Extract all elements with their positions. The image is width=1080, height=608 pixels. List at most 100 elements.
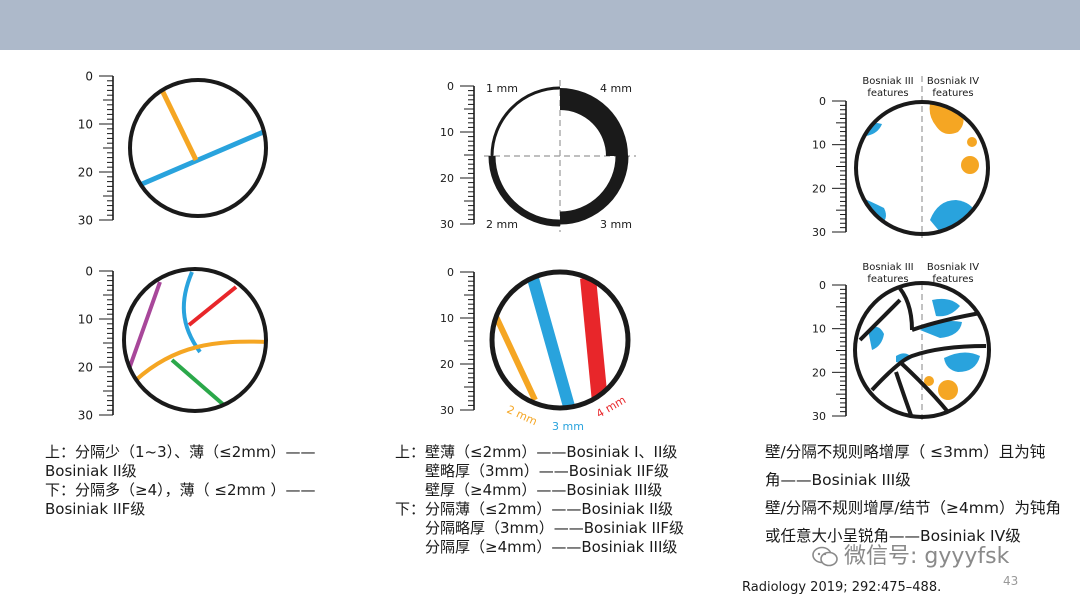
header-iii-line2: features — [867, 274, 908, 285]
wall-label-3mm: 3 mm — [600, 218, 632, 231]
caption-left-line: Bosiniak IIF级 — [45, 500, 146, 518]
caption-left-line: 上：分隔少（1~3）、薄（≤2mm）—— — [45, 443, 316, 461]
wall-bottom-right-3mm — [559, 155, 629, 225]
septum-4 — [870, 344, 987, 392]
septum-green — [170, 358, 227, 408]
caption-middle-line: 下：分隔薄（≤2mm）——Bosiniak II级 — [395, 500, 673, 518]
septum-orange — [134, 339, 266, 382]
header-iii-line1: Bosniak III — [862, 262, 913, 273]
ruler-label: 30 — [812, 410, 826, 423]
caption-right-line: 壁/分隔不规则增厚/结节（≥4mm）为钝角 — [765, 499, 1061, 517]
ruler-label: 10 — [78, 117, 93, 131]
ruler-label: 0 — [85, 264, 93, 278]
ruler-label: 30 — [78, 213, 93, 227]
septa-features-diagram: Bosniak III features Bosniak IV features — [853, 262, 991, 420]
ruler-label: 20 — [812, 182, 826, 195]
caption-middle-line: 分隔厚（≥4mm）——Bosiniak III级 — [425, 538, 678, 556]
iv-nodule-small — [967, 137, 977, 147]
wall-top-right-4mm — [559, 88, 628, 157]
blue-thickening-4 — [868, 326, 884, 350]
wall-features-diagram: Bosniak III features Bosniak IV features — [854, 76, 990, 238]
ruler-label: 0 — [447, 80, 454, 93]
ruler-label: 0 — [85, 69, 93, 83]
caption-left-line: 下：分隔多（≥4），薄（ ≤2mm ）—— — [45, 481, 316, 499]
caption-right-line: 或任意大小呈锐角——Bosiniak IV级 — [765, 527, 1021, 545]
septum-red — [187, 285, 238, 327]
ruler-label: 20 — [78, 165, 93, 179]
septum-2mm — [492, 306, 538, 402]
caption-right-line: 壁/分隔不规则略增厚（ ≤3mm）且为钝 — [765, 443, 1046, 461]
ruler-bottom-right: 0 10 20 30 — [812, 279, 847, 423]
iv-nodule-large — [961, 156, 979, 174]
wall-bottom-left-2mm — [488, 155, 561, 227]
septum-purple — [126, 281, 162, 373]
blue-thickening-3 — [944, 352, 980, 372]
septa-thickness-diagram: 2 mm 3 mm 4 mm — [489, 269, 631, 433]
ruler-label: 10 — [812, 139, 826, 152]
header-iii-line1: Bosniak III — [862, 76, 913, 87]
cyst-wall — [853, 281, 991, 419]
cyst-wall — [489, 269, 631, 411]
caption-middle-line: 壁略厚（3mm）——Bosiniak IIF级 — [425, 462, 670, 480]
header-iv-line2: features — [932, 88, 973, 99]
header-bar — [0, 0, 1080, 50]
septum-blue — [181, 271, 202, 354]
septum-5 — [898, 360, 950, 414]
header-iv-line1: Bosniak IV — [927, 262, 979, 273]
caption-right: 壁/分隔不规则略增厚（ ≤3mm）且为钝 角——Bosiniak III级 壁/… — [765, 438, 1061, 550]
watermark-text: 微信号: gyyyfsk — [844, 544, 1010, 569]
ruler-label: 20 — [440, 358, 454, 371]
blue-thickening-1 — [932, 298, 960, 317]
caption-middle: 上：壁薄（≤2mm）——Bosiniak I、II级 壁略厚（3mm）——Bos… — [395, 443, 684, 557]
cyst-wall — [122, 267, 268, 413]
caption-left: 上：分隔少（1~3）、薄（≤2mm）—— Bosiniak II级 下：分隔多（… — [45, 443, 316, 519]
wall-label-1mm: 1 mm — [486, 82, 518, 95]
header-iv-line2: features — [932, 274, 973, 285]
ruler-label: 30 — [440, 218, 454, 231]
wall-thickness-diagram: 1 mm 4 mm 2 mm 3 mm — [484, 80, 636, 232]
caption-middle-line: 上：壁薄（≤2mm）——Bosiniak I、II级 — [395, 443, 678, 461]
orange-nodule-small — [924, 376, 934, 386]
watermark: 微信号: gyyyfsk — [812, 538, 1009, 570]
citation: Radiology 2019; 292:475–488. — [742, 580, 942, 595]
ruler-top-right: 0 10 20 30 — [812, 95, 847, 239]
cyst-many-thin-septa — [122, 267, 268, 413]
ruler-label: 30 — [440, 404, 454, 417]
header-iv-line1: Bosniak IV — [927, 76, 979, 87]
ruler-label: 0 — [447, 266, 454, 279]
caption-left-line: Bosiniak II级 — [45, 462, 137, 480]
septum-blue — [134, 127, 266, 190]
caption-middle-line: 分隔略厚（3mm）——Bosiniak IIF级 — [425, 519, 685, 537]
wechat-icon — [812, 546, 838, 567]
septum-1 — [894, 283, 914, 331]
septa-label-2mm: 2 mm — [505, 403, 539, 428]
ruler-label: 10 — [812, 323, 826, 336]
cyst-wall — [854, 100, 990, 236]
wall-label-2mm: 2 mm — [486, 218, 518, 231]
iv-thickening-bottom — [930, 200, 976, 232]
septum-4mm — [580, 277, 608, 403]
caption-right-line: 角——Bosiniak III级 — [765, 471, 911, 489]
ruler-label: 10 — [78, 312, 93, 326]
caption-middle-line: 壁厚（≥4mm）——Bosiniak III级 — [425, 481, 663, 499]
wall-top-left-1mm — [490, 86, 561, 157]
ruler-label: 20 — [78, 360, 93, 374]
orange-nodule-large — [938, 380, 958, 400]
septa-label-3mm: 3 mm — [552, 420, 584, 433]
page-number: 43 — [1003, 574, 1019, 588]
ruler-top-left: 0 10 20 30 — [78, 69, 114, 227]
wall-label-4mm: 4 mm — [600, 82, 632, 95]
ruler-label: 0 — [819, 279, 826, 292]
header-iii-line2: features — [867, 88, 908, 99]
ruler-label: 0 — [819, 95, 826, 108]
septum-2 — [858, 298, 902, 342]
ruler-label: 20 — [812, 366, 826, 379]
ruler-label: 10 — [440, 312, 454, 325]
cyst-wall — [128, 78, 268, 218]
ruler-label: 30 — [812, 226, 826, 239]
ruler-label: 10 — [440, 126, 454, 139]
septum-3mm — [526, 273, 576, 408]
